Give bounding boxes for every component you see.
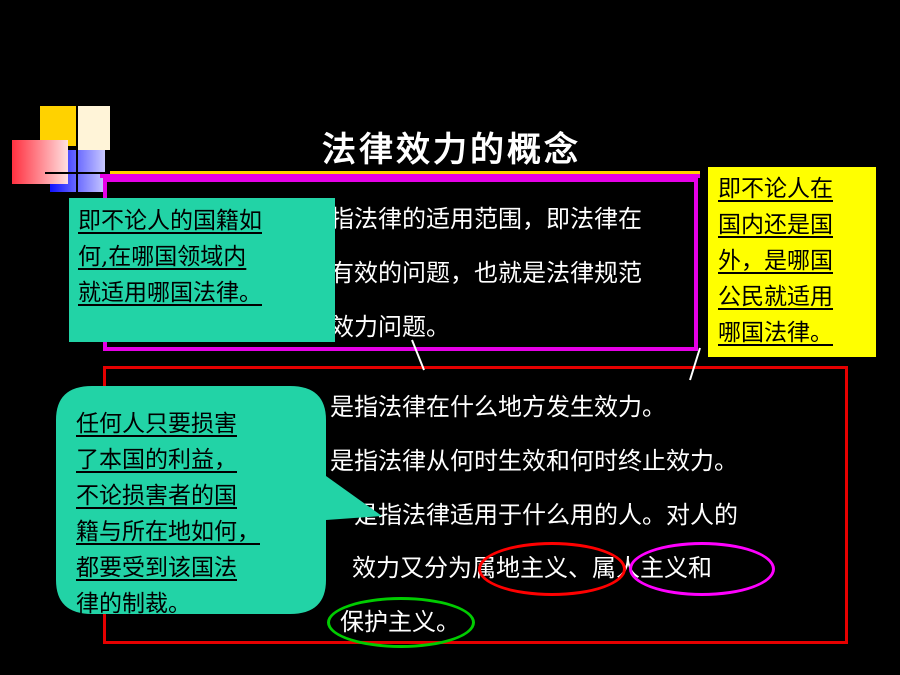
territorial-principle-ellipse	[478, 542, 626, 596]
note-territorial-line-3: 就适用哪国法律。	[78, 280, 262, 306]
title-rule-yellow	[110, 171, 700, 174]
note-territorial-line-2: 何,在哪国领域内	[78, 244, 247, 270]
protective-principle-ellipse	[327, 597, 475, 648]
note-personal-line-3: 外，是哪国	[718, 248, 833, 274]
note-personal-line-5: 哪国法律。	[718, 320, 833, 346]
note-protective-line-6: 律的制裁。	[76, 591, 191, 614]
note-protective-line-3: 不论损害者的国	[76, 483, 237, 509]
logo-vertical-line	[76, 95, 78, 195]
note-personal-line-4: 公民就适用	[718, 284, 833, 310]
top-text-line-3: 效力问题。	[330, 313, 450, 341]
top-text-line-1: 指法律的适用范围，即法律在	[330, 205, 642, 233]
slide-title: 法律效力的概念	[322, 130, 581, 170]
title-rule-magenta	[100, 174, 700, 178]
note-protective-line-2: 了本国的利益，	[76, 447, 237, 473]
note-territorial: 即不论人的国籍如 何,在哪国领域内 就适用哪国法律。	[69, 198, 335, 342]
top-text-line-2: 有效的问题，也就是法律规范	[330, 259, 642, 287]
text-effect-prefix: 效力又分为	[352, 554, 472, 582]
bottom-text-line-3: 一是指法律适用于什么用的人。对人的	[330, 501, 738, 529]
note-protective-line-5: 都要受到该国法	[76, 555, 237, 581]
note-territorial-line-1: 即不论人的国籍如	[78, 208, 262, 234]
logo-yellow-square	[40, 106, 78, 146]
note-personal: 即不论人在 国内还是国 外，是哪国 公民就适用 哪国法律。	[708, 167, 876, 357]
note-personal-line-1: 即不论人在	[718, 176, 833, 202]
logo-light-square	[78, 106, 110, 150]
note-personal-line-2: 国内还是国	[718, 212, 833, 238]
note-protective-line-4: 籍与所在地如何，	[76, 519, 260, 545]
note-protective: 任何人只要损害 了本国的利益， 不论损害者的国 籍与所在地如何， 都要受到该国法…	[56, 386, 326, 614]
personal-principle-ellipse	[629, 542, 775, 596]
note-protective-line-1: 任何人只要损害	[76, 411, 237, 437]
bottom-text-line-1: 是指法律在什么地方发生效力。	[330, 393, 666, 421]
logo-pink-square	[12, 140, 68, 184]
logo-horizontal-line	[45, 172, 125, 174]
bottom-text-line-2: 是指法律从何时生效和何时终止效力。	[330, 447, 738, 475]
